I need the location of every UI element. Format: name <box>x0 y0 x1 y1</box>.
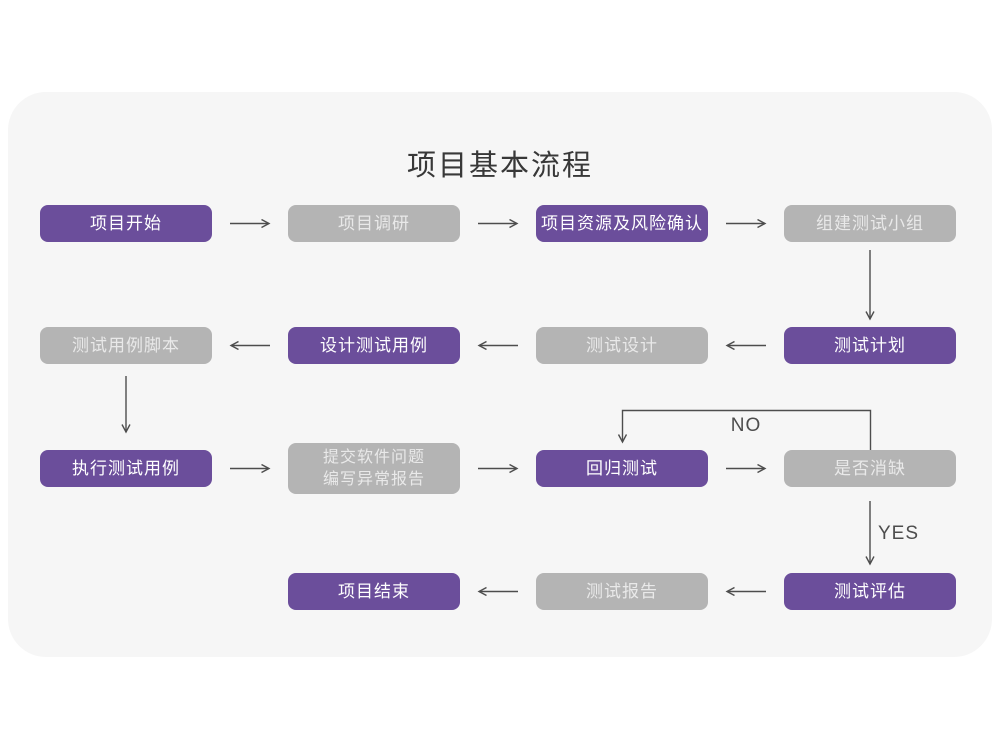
flowchart-card-background <box>8 92 992 657</box>
flow-node-defect-resolved: 是否消缺 <box>784 450 956 487</box>
flow-node-submit-issues-report: 提交软件问题 编写异常报告 <box>288 443 460 494</box>
flow-node-project-start: 项目开始 <box>40 205 212 242</box>
flow-node-regression-test: 回归测试 <box>536 450 708 487</box>
flow-node-test-report: 测试报告 <box>536 573 708 610</box>
flow-node-test-case-script: 测试用例脚本 <box>40 327 212 364</box>
edge-label-yes: YES <box>878 523 920 544</box>
page-title: 项目基本流程 <box>406 150 593 182</box>
flow-node-design-test-case: 设计测试用例 <box>288 327 460 364</box>
flow-node-project-end: 项目结束 <box>288 573 460 610</box>
flow-node-test-design: 测试设计 <box>536 327 708 364</box>
flow-node-test-plan: 测试计划 <box>784 327 956 364</box>
flow-node-project-research: 项目调研 <box>288 205 460 242</box>
edge-label-no: NO <box>730 415 762 436</box>
flow-node-execute-test-case: 执行测试用例 <box>40 450 212 487</box>
flow-node-test-evaluation: 测试评估 <box>784 573 956 610</box>
flow-node-resources-risk-confirm: 项目资源及风险确认 <box>536 205 708 242</box>
flow-node-form-test-team: 组建测试小组 <box>784 205 956 242</box>
